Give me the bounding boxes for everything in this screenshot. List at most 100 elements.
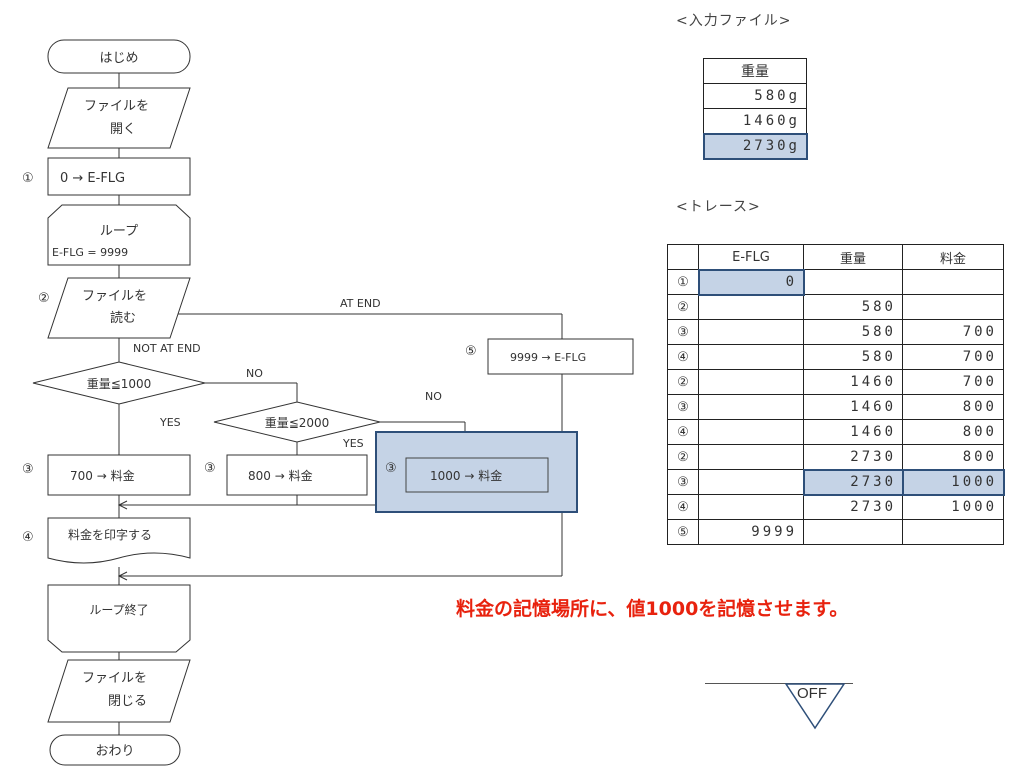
trace-cell: 700 xyxy=(902,319,1004,345)
trace-cell xyxy=(698,494,804,520)
close-file-io xyxy=(47,659,191,723)
trace-label: <トレース> xyxy=(676,199,761,215)
print-document xyxy=(47,517,191,564)
trace-cell: 800 xyxy=(902,394,1004,420)
trace-step-cell: ③ xyxy=(667,469,699,495)
trace-step-cell: ① xyxy=(667,269,699,295)
trace-cell xyxy=(698,419,804,445)
trace-cell: 9999 xyxy=(698,519,804,545)
trace-cell: 800 xyxy=(902,419,1004,445)
trace-cell: 2730 xyxy=(803,444,903,470)
trace-step-cell: ④ xyxy=(667,419,699,445)
start-terminal xyxy=(47,39,191,74)
decision1-text: 重量≦1000 xyxy=(87,377,152,391)
trace-cell: 0 xyxy=(697,268,805,296)
step3c-marker: ③ xyxy=(385,461,397,476)
trace-cell xyxy=(902,269,1004,295)
trace-cell xyxy=(803,269,903,295)
trace-cell xyxy=(698,444,804,470)
step1-process xyxy=(47,157,191,196)
close-file-line1: ファイルを xyxy=(82,671,147,686)
decision1-no-label: NO xyxy=(246,367,263,380)
close-file-line2: 閉じる xyxy=(108,694,147,709)
loop-label: ループ xyxy=(100,224,138,239)
decision1-yes-label: YES xyxy=(159,416,181,429)
trace-cell xyxy=(803,519,903,545)
step2-marker: ② xyxy=(38,291,50,306)
trace-cell xyxy=(698,294,804,320)
open-file-io xyxy=(47,87,191,149)
input-row: 1460g xyxy=(703,108,807,134)
trace-cell xyxy=(698,319,804,345)
flowchart: はじめ ファイルを 開く ① 0 → E-FLG ループ E-FLG = 999… xyxy=(22,39,634,766)
decision2-text: 重量≦2000 xyxy=(265,416,330,430)
trace-step-cell: ② xyxy=(667,294,699,320)
step1-text: 0 → E-FLG xyxy=(60,171,125,186)
loop-condition: E-FLG = 9999 xyxy=(52,246,128,259)
trace-cell xyxy=(698,369,804,395)
at-end-label: AT END xyxy=(340,297,381,310)
step3a-text: 700 → 料金 xyxy=(70,468,135,483)
trace-header-weight: 重量 xyxy=(803,244,903,270)
trace-cell xyxy=(698,469,804,495)
end-terminal xyxy=(49,734,181,766)
trace-cell: 580 xyxy=(803,294,903,320)
step3c-text: 1000 → 料金 xyxy=(430,468,502,483)
input-header: 重量 xyxy=(703,58,807,84)
trace-row: ② 580 xyxy=(667,294,1004,320)
input-row: 580g xyxy=(703,83,807,109)
caption-text: 料金の記憶場所に、値1000を記憶させます。 xyxy=(456,598,849,620)
trace-cell: 580 xyxy=(803,344,903,370)
loop-start xyxy=(47,204,191,266)
step5-process xyxy=(487,338,634,375)
trace-cell xyxy=(698,394,804,420)
trace-cell: 700 xyxy=(902,369,1004,395)
end-label: おわり xyxy=(95,744,134,759)
decision2-yes-label: YES xyxy=(342,437,364,450)
input-file-label: <入力ファイル> xyxy=(676,13,792,29)
loop-end-label: ループ終了 xyxy=(89,602,148,617)
decision2-no-label: NO xyxy=(425,390,442,403)
trace-step-cell: ③ xyxy=(667,394,699,420)
input-row: 2730g xyxy=(702,132,808,160)
trace-header-fee: 料金 xyxy=(902,244,1004,270)
step3b-marker: ③ xyxy=(204,461,216,476)
step3a-process xyxy=(47,454,191,496)
trace-cell xyxy=(698,344,804,370)
trace-cell: 2730 xyxy=(803,494,903,520)
open-file-line1: ファイルを xyxy=(84,99,149,114)
off-button[interactable] xyxy=(780,682,850,730)
trace-cell: 800 xyxy=(902,444,1004,470)
trace-cell: 1460 xyxy=(803,369,903,395)
step3b-process xyxy=(226,454,368,496)
trace-cell: 1000 xyxy=(902,494,1004,520)
step4-marker: ④ xyxy=(22,530,34,545)
trace-step-cell: ③ xyxy=(667,319,699,345)
trace-header-eflg: E-FLG xyxy=(698,244,804,270)
trace-cell: 1460 xyxy=(803,394,903,420)
step3a-marker: ③ xyxy=(22,462,34,477)
trace-step-cell: ⑤ xyxy=(667,519,699,545)
trace-cell: 1000 xyxy=(901,468,1005,496)
off-label[interactable]: OFF xyxy=(797,685,827,702)
trace-cell: 580 xyxy=(803,319,903,345)
step3b-text: 800 → 料金 xyxy=(248,468,313,483)
trace-step-cell: ④ xyxy=(667,344,699,370)
read-file-line2: 読む xyxy=(110,310,136,326)
trace-step-cell: ② xyxy=(667,444,699,470)
read-file-io xyxy=(47,277,191,339)
not-at-end-label: NOT AT END xyxy=(133,342,201,355)
loop-end xyxy=(47,584,191,653)
step1-marker: ① xyxy=(22,171,34,186)
